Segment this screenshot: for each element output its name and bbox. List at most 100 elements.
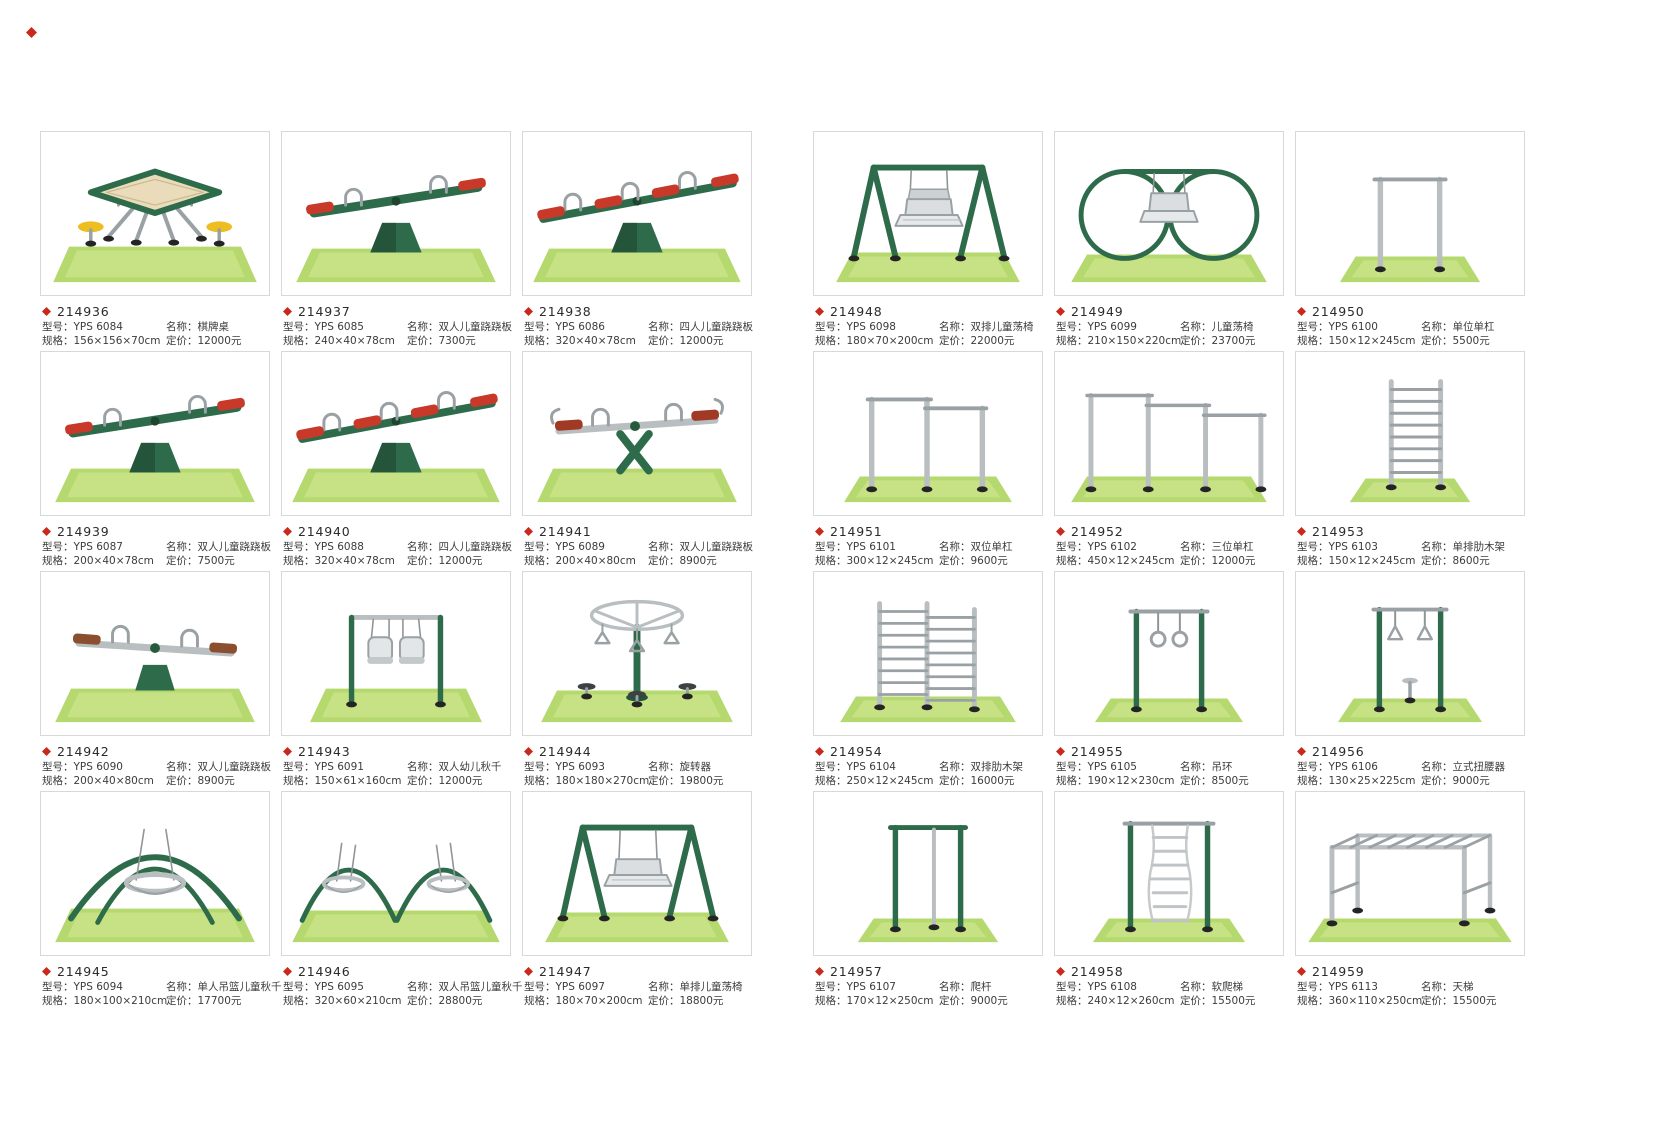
product-spec: 规格：250×12×245cm	[815, 774, 934, 787]
product-id: 214954	[830, 744, 883, 759]
product-name: 名称：双人幼儿秋千	[407, 761, 502, 773]
brand-bullet-icon	[524, 747, 533, 756]
product-card: 214953 型号：YPS 6103 名称：单排肋木架 规格：150×12×24…	[1295, 351, 1525, 567]
product-meta: 型号：YPS 6089 名称：双人儿童跷跷板 规格：200×40×80cm 定价…	[524, 541, 753, 568]
brand-bullet-icon	[283, 747, 292, 756]
a-frame-swing-double-illustration	[836, 164, 1020, 283]
product-image-seesaw-four-seat	[522, 131, 752, 296]
brand-bullet-icon	[524, 527, 533, 536]
product-meta: 型号：YPS 6100 名称：单位单杠 规格：150×12×245cm 定价：5…	[1297, 321, 1525, 348]
product-card: 214943 型号：YPS 6091 名称：双人幼儿秋千 规格：150×61×1…	[281, 571, 511, 787]
brand-bullet-icon	[283, 307, 292, 316]
seesaw-four-seat-illustration	[292, 391, 500, 503]
product-id-line: 214949	[1056, 304, 1284, 319]
product-card: 214941 型号：YPS 6089 名称：双人儿童跷跷板 规格：200×40×…	[522, 351, 753, 567]
product-id: 214936	[57, 304, 110, 319]
product-spec: 规格：210×150×220cm	[1056, 334, 1182, 347]
product-spec: 规格：240×40×78cm	[283, 334, 395, 347]
product-id: 214937	[298, 304, 351, 319]
product-spec: 规格：130×25×225cm	[1297, 774, 1416, 787]
soft-climbing-ladder-illustration	[1092, 820, 1246, 943]
product-price: 定价：7300元	[407, 334, 476, 347]
double-horizontal-bar-illustration	[844, 396, 1012, 503]
product-spec: 规格：180×70×200cm	[815, 334, 934, 347]
brand-bullet-icon	[815, 747, 824, 756]
sky-ladder-illustration	[1308, 833, 1512, 943]
product-name: 名称：单排儿童荡椅	[648, 981, 743, 993]
product-name: 名称：双人儿童跷跷板	[407, 321, 512, 333]
product-id: 214948	[830, 304, 883, 319]
product-spec: 规格：360×110×250cm	[1297, 994, 1423, 1007]
product-card: 214946 型号：YPS 6095 名称：双人吊篮儿童秋千 规格：320×60…	[281, 791, 523, 1007]
standing-twister-illustration	[1337, 606, 1483, 723]
product-id-line: 214947	[524, 964, 752, 979]
product-spec: 规格：320×60×210cm	[283, 994, 402, 1007]
product-id-line: 214942	[42, 744, 270, 759]
seesaw-two-seat-gray2-illustration	[55, 624, 255, 723]
product-name: 名称：四人儿童跷跷板	[407, 541, 512, 553]
product-model: 型号：YPS 6101	[815, 541, 896, 553]
brand-bullet-icon	[1297, 747, 1306, 756]
product-spec: 规格：150×12×245cm	[1297, 334, 1416, 347]
product-price: 定价：12000元	[166, 334, 242, 347]
product-meta: 型号：YPS 6086 名称：四人儿童跷跷板 规格：320×40×78cm 定价…	[524, 321, 753, 348]
product-meta: 型号：YPS 6106 名称：立式扭腰器 规格：130×25×225cm 定价：…	[1297, 761, 1525, 788]
product-spec: 规格：170×12×250cm	[815, 994, 934, 1007]
product-meta: 型号：YPS 6087 名称：双人儿童跷跷板 规格：200×40×78cm 定价…	[42, 541, 271, 568]
product-id-line: 214956	[1297, 744, 1525, 759]
product-name: 名称：四人儿童跷跷板	[648, 321, 753, 333]
product-model: 型号：YPS 6100	[1297, 321, 1378, 333]
product-meta: 型号：YPS 6094 名称：单人吊篮儿童秋千 规格：180×100×210cm…	[42, 981, 282, 1008]
product-name: 名称：双排肋木架	[939, 761, 1023, 773]
product-id: 214957	[830, 964, 883, 979]
product-model: 型号：YPS 6091	[283, 761, 364, 773]
product-model: 型号：YPS 6086	[524, 321, 605, 333]
product-model: 型号：YPS 6105	[1056, 761, 1137, 773]
product-id: 214947	[539, 964, 592, 979]
brand-bullet-icon	[1297, 967, 1306, 976]
product-model: 型号：YPS 6090	[42, 761, 123, 773]
seesaw-four-seat-illustration	[533, 171, 741, 283]
product-card: 214947 型号：YPS 6097 名称：单排儿童荡椅 规格：180×70×2…	[522, 791, 752, 1007]
product-model: 型号：YPS 6093	[524, 761, 605, 773]
product-card: 214949 型号：YPS 6099 名称：儿童荡椅 规格：210×150×22…	[1054, 131, 1284, 347]
product-card: 214936 型号：YPS 6084 名称：棋牌桌 规格：156×156×70c…	[40, 131, 270, 347]
product-spec: 规格：320×40×78cm	[524, 334, 636, 347]
product-spec: 规格：150×12×245cm	[1297, 554, 1416, 567]
product-id-line: 214948	[815, 304, 1043, 319]
product-id: 214953	[1312, 524, 1365, 539]
product-card: 214958 型号：YPS 6108 名称：软爬梯 规格：240×12×260c…	[1054, 791, 1284, 1007]
product-image-ring-frame-swing	[1054, 131, 1284, 296]
product-price: 定价：18800元	[648, 994, 724, 1007]
product-meta: 型号：YPS 6108 名称：软爬梯 规格：240×12×260cm 定价：15…	[1056, 981, 1284, 1008]
product-spec: 规格：190×12×230cm	[1056, 774, 1175, 787]
product-price: 定价：12000元	[1180, 554, 1256, 567]
product-card: 214950 型号：YPS 6100 名称：单位单杠 规格：150×12×245…	[1295, 131, 1525, 347]
brand-bullet-icon	[1297, 307, 1306, 316]
product-name: 名称：双人儿童跷跷板	[648, 541, 753, 553]
toddler-double-swing-illustration	[310, 614, 482, 723]
product-model: 型号：YPS 6088	[283, 541, 364, 553]
product-price: 定价：7500元	[166, 554, 235, 567]
product-image-sky-ladder	[1295, 791, 1525, 956]
product-card: 214937 型号：YPS 6085 名称：双人儿童跷跷板 规格：240×40×…	[281, 131, 512, 347]
product-meta: 型号：YPS 6090 名称：双人儿童跷跷板 规格：200×40×80cm 定价…	[42, 761, 271, 788]
brand-bullet-icon	[815, 307, 824, 316]
product-id-line: 214943	[283, 744, 511, 759]
product-meta: 型号：YPS 6098 名称：双排儿童荡椅 规格：180×70×200cm 定价…	[815, 321, 1043, 348]
brand-bullet-icon	[524, 967, 533, 976]
product-id: 214956	[1312, 744, 1365, 759]
product-card: 214948 型号：YPS 6098 名称：双排儿童荡椅 规格：180×70×2…	[813, 131, 1043, 347]
product-id-line: 214957	[815, 964, 1043, 979]
product-id: 214958	[1071, 964, 1124, 979]
product-meta: 型号：YPS 6099 名称：儿童荡椅 规格：210×150×220cm 定价：…	[1056, 321, 1284, 348]
seesaw-two-seat-gray-illustration	[537, 397, 737, 503]
product-image-hanging-rings	[1054, 571, 1284, 736]
brand-bullet-icon	[1056, 307, 1065, 316]
product-meta: 型号：YPS 6088 名称：四人儿童跷跷板 规格：320×40×78cm 定价…	[283, 541, 512, 568]
product-id-line: 214950	[1297, 304, 1525, 319]
product-id: 214941	[539, 524, 592, 539]
product-image-a-frame-swing-double	[813, 131, 1043, 296]
product-price: 定价：8500元	[1180, 774, 1249, 787]
product-model: 型号：YPS 6089	[524, 541, 605, 553]
